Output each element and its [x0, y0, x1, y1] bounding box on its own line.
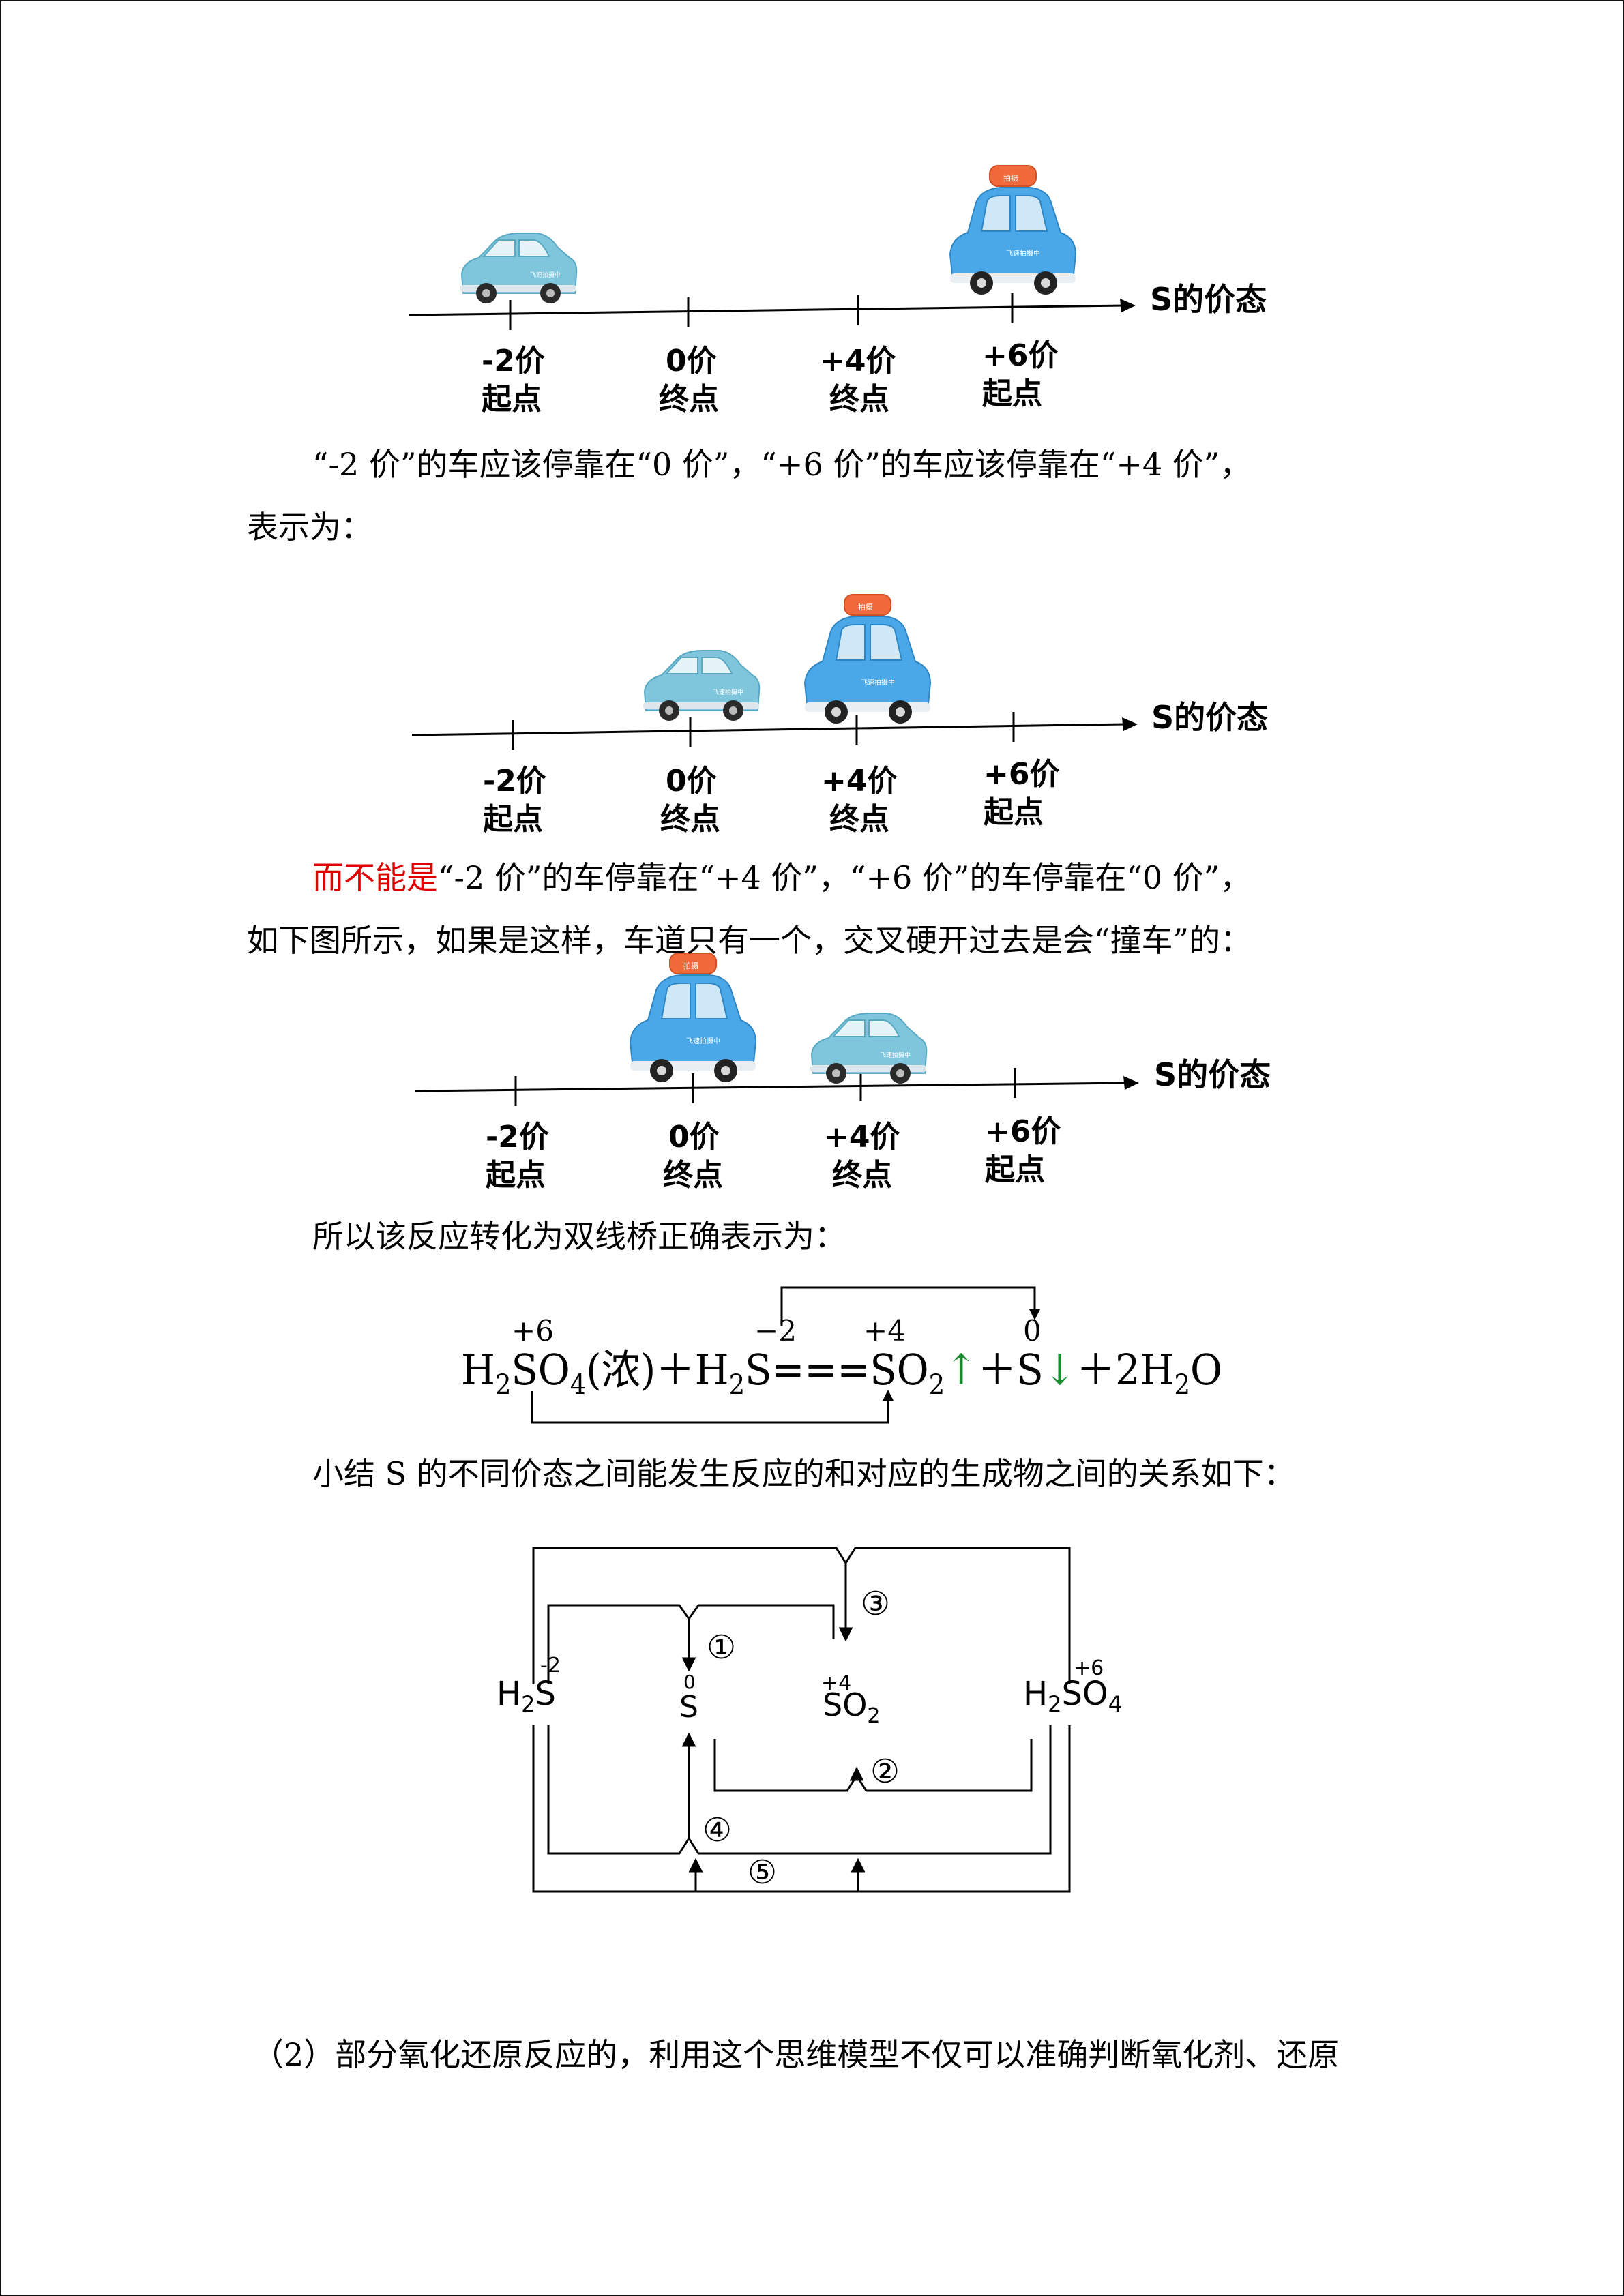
car-roof-sign: 拍摄	[683, 961, 698, 970]
tick-role-end: 终点	[829, 382, 889, 417]
sulfur-relation-diagram	[532, 1547, 1071, 1893]
tick-role-start: 起点	[985, 1152, 1045, 1187]
reaction-number-4: ④	[703, 1811, 732, 1849]
arrowhead-reaction-5-left	[688, 1858, 703, 1873]
axis-label: S的价态	[1151, 699, 1268, 736]
car-roof-sign: 拍摄	[1003, 173, 1018, 183]
ox-state-h2so4: +6	[1074, 1656, 1104, 1680]
axis-label: S的价态	[1150, 281, 1267, 318]
species-so2: SO2	[823, 1686, 881, 1728]
axis-line	[409, 304, 1126, 316]
tick-role-end: 终点	[829, 802, 889, 837]
paragraph-4: 小结 S 的不同价态之间能发生反应的和对应的生成物之间的关系如下：	[312, 1455, 1295, 1492]
car-decal: 飞速拍摄中	[861, 678, 895, 687]
number-line-3: S的价态 -2价 起点 0价 终点 +4价 终点 +6价 起点 拍摄 飞速拍摄中…	[414, 953, 1271, 1193]
red-emphasis: 而不能是	[312, 859, 438, 896]
car-decal: 飞速拍摄中	[1006, 249, 1040, 258]
loop-reaction-3	[532, 1547, 1071, 1684]
reaction-number-2: ②	[870, 1753, 900, 1791]
axis-arrowhead	[1122, 717, 1138, 731]
tick-value-0: 0价	[668, 1120, 720, 1154]
tick-role-end: 终点	[663, 1158, 723, 1193]
car-decal: 飞速拍摄中	[530, 271, 561, 279]
diagram-labels: -2 H2S 0 S +4 SO2 +6 H2SO4 ① ② ③ ④ ⑤	[497, 1585, 1122, 1892]
ox-state-label: +6	[512, 1314, 554, 1347]
loop-reaction-5	[532, 1725, 1071, 1893]
tick-value-0: 0价	[666, 764, 717, 799]
tick-value-pos6: +6价	[982, 338, 1058, 373]
paragraph-1-line-1: “-2 价”的车应该停靠在“0 价”，“+6 价”的车应该停靠在“+4 价”，	[312, 446, 1252, 483]
paragraph-2-line-2: 如下图所示，如果是这样，车道只有一个，交叉硬开过去是会“撞车”的：	[247, 922, 1252, 959]
paragraph-5: （2）部分氧化还原反应的，利用这个思维模型不仅可以准确判断氧化剂、还原	[252, 2036, 1340, 2073]
big-car: 拍摄 飞速拍摄中	[630, 953, 756, 1083]
tick-role-end: 终点	[832, 1158, 892, 1193]
redox-equation: +6 −2 +4 0 H2SO4(浓)＋H2S===SO2↑＋S↓＋2H2O	[461, 1286, 1222, 1424]
paragraph-2-line-1-rest: “-2 价”的车停靠在“+4 价”，“+6 价”的车停靠在“0 价”，	[438, 859, 1252, 896]
small-car: 飞速拍摄中	[460, 233, 578, 304]
car-roof-sign: 拍摄	[858, 602, 873, 612]
tick-role-start: 起点	[982, 376, 1042, 411]
ox-state-label: 0	[1023, 1314, 1042, 1347]
arrowhead-reaction-1	[681, 1657, 696, 1672]
upper-bridge-line	[780, 1286, 1036, 1326]
species-h2so4: H2SO4	[1023, 1675, 1122, 1717]
car-decal: 飞速拍摄中	[713, 688, 743, 696]
reaction-number-3: ③	[861, 1585, 890, 1623]
tick-value-neg2: -2价	[486, 1120, 549, 1154]
tick-role-start: 起点	[984, 795, 1044, 830]
reaction-number-5: ⑤	[748, 1853, 777, 1892]
ox-state-s: 0	[683, 1671, 696, 1693]
paragraph-1-line-2: 表示为：	[247, 509, 372, 546]
number-line-1: S的价态 -2价 起点 0价 终点 +4价 终点 +6价 起点 飞速拍摄中 拍摄…	[409, 165, 1267, 417]
paragraph-3: 所以该反应转化为双线桥正确表示为：	[312, 1218, 846, 1255]
ox-state-label: −2	[754, 1314, 797, 1347]
reaction-number-1: ①	[707, 1628, 736, 1667]
tick-role-start: 起点	[486, 1158, 546, 1193]
big-car: 拍摄 飞速拍摄中	[949, 165, 1076, 295]
car-decal: 飞速拍摄中	[880, 1051, 911, 1059]
small-car: 飞速拍摄中	[643, 650, 761, 721]
species-s: S	[679, 1690, 698, 1725]
tick-value-pos4: +4价	[821, 764, 897, 799]
tick-value-0: 0价	[666, 344, 717, 378]
ox-state-h2s: -2	[540, 1654, 561, 1678]
equation-text: H2SO4(浓)＋H2S===SO2↑＋S↓＋2H2O	[461, 1345, 1222, 1401]
small-car: 飞速拍摄中	[810, 1013, 928, 1084]
lower-bridge-arrowhead	[883, 1390, 894, 1401]
tick-role-end: 终点	[659, 382, 719, 417]
ox-state-label: +4	[863, 1314, 906, 1347]
paragraph-2-line-1: 而不能是“-2 价”的车停靠在“+4 价”，“+6 价”的车停靠在“0 价”，	[312, 848, 1251, 907]
arrowhead-reaction-2	[849, 1766, 864, 1781]
tick-role-start: 起点	[482, 382, 542, 417]
axis-line	[414, 1082, 1127, 1092]
tick-value-pos6: +6价	[985, 1114, 1061, 1149]
tick-value-neg2: -2价	[483, 764, 546, 799]
arrowhead-reaction-5-right	[851, 1858, 866, 1873]
arrowhead-reaction-3	[838, 1627, 853, 1642]
axis-arrowhead	[1123, 1076, 1139, 1090]
upper-bridge-arrowhead	[1029, 1309, 1040, 1320]
tick-value-pos6: +6价	[984, 757, 1059, 792]
species-h2s: H2S	[497, 1675, 556, 1717]
axis-label: S的价态	[1154, 1056, 1271, 1093]
tick-role-end: 终点	[660, 802, 720, 837]
big-car: 拍摄 飞速拍摄中	[804, 594, 931, 724]
tick-value-neg2: -2价	[482, 344, 545, 378]
loop-reaction-4	[547, 1725, 1052, 1855]
lower-bridge-line	[531, 1391, 889, 1424]
number-line-2: S的价态 -2价 起点 0价 终点 +4价 终点 +6价 起点 飞速拍摄中 拍摄…	[411, 594, 1268, 837]
ox-state-so2: +4	[821, 1671, 851, 1695]
tick-value-pos4: +4价	[820, 344, 896, 378]
axis-line	[411, 723, 1126, 736]
tick-value-pos4: +4价	[824, 1120, 900, 1154]
tick-role-start: 起点	[483, 802, 543, 837]
car-decal: 飞速拍摄中	[686, 1037, 720, 1045]
arrowhead-reaction-4	[681, 1732, 696, 1747]
axis-arrowhead	[1120, 299, 1136, 312]
